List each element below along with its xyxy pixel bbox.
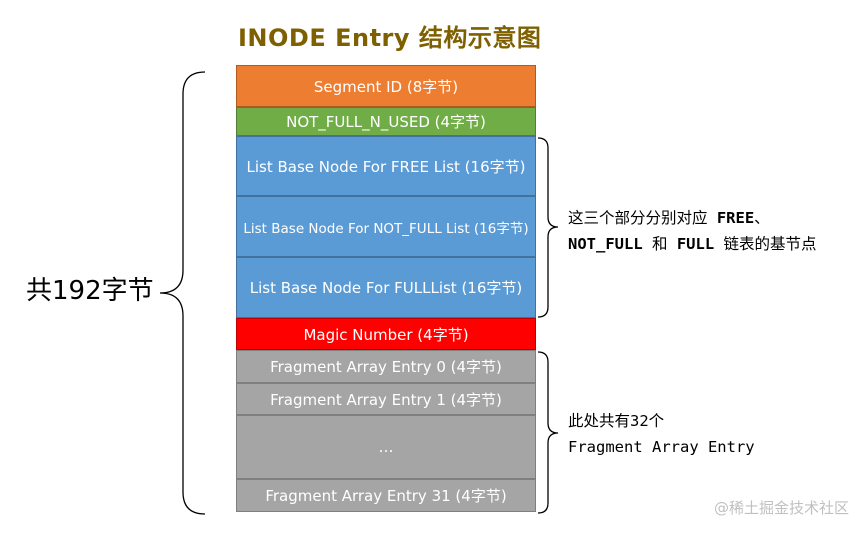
list-base-node-free-block: List Base Node For FREE List (16字节) — [236, 136, 536, 196]
list-nodes-note-line-2: NOT_FULL 和 FULL 链表的基节点 — [568, 231, 817, 257]
free-keyword: FREE — [716, 209, 755, 227]
note-text: 、 — [754, 209, 770, 227]
list-base-node-not-full-block: List Base Node For NOT_FULL List (16字节) — [236, 196, 536, 257]
segment-id-block: Segment ID (8字节) — [236, 65, 536, 107]
not-full-keyword: NOT_FULL — [568, 235, 643, 253]
fragment-entry-1-block: Fragment Array Entry 1 (4字节) — [236, 383, 536, 415]
total-size-label: 共192字节 — [26, 276, 154, 306]
fragments-note-line-2: Fragment Array Entry — [568, 438, 755, 456]
list-nodes-brace — [537, 137, 559, 318]
fragment-entry-31-block: Fragment Array Entry 31 (4字节) — [236, 479, 536, 512]
inode-entry-structure: Segment ID (8字节) NOT_FULL_N_USED (4字节) L… — [236, 65, 536, 512]
magic-number-block: Magic Number (4字节) — [236, 318, 536, 350]
fragment-entry-ellipsis-block: … — [236, 415, 536, 479]
list-base-node-full-block: List Base Node For FULLList (16字节) — [236, 257, 536, 318]
note-text: 和 — [642, 235, 677, 253]
list-nodes-note: 这三个部分分别对应 FREE、 NOT_FULL 和 FULL 链表的基节点 — [568, 205, 817, 257]
fragments-brace — [537, 351, 559, 514]
not-full-n-used-block: NOT_FULL_N_USED (4字节) — [236, 107, 536, 136]
note-text: 链表的基节点 — [714, 235, 817, 253]
fragments-note: 此处共有32个 Fragment Array Entry — [568, 408, 755, 460]
watermark: @稀土掘金技术社区 — [713, 499, 849, 517]
full-keyword: FULL — [676, 235, 715, 253]
note-text: 这三个部分分别对应 — [568, 209, 717, 227]
fragment-entry-0-block: Fragment Array Entry 0 (4字节) — [236, 350, 536, 383]
list-nodes-note-line-1: 这三个部分分别对应 FREE、 — [568, 205, 817, 231]
total-size-brace — [159, 71, 206, 515]
fragments-note-line-1: 此处共有32个 — [568, 412, 665, 430]
diagram-title: INODE Entry 结构示意图 — [238, 24, 542, 52]
